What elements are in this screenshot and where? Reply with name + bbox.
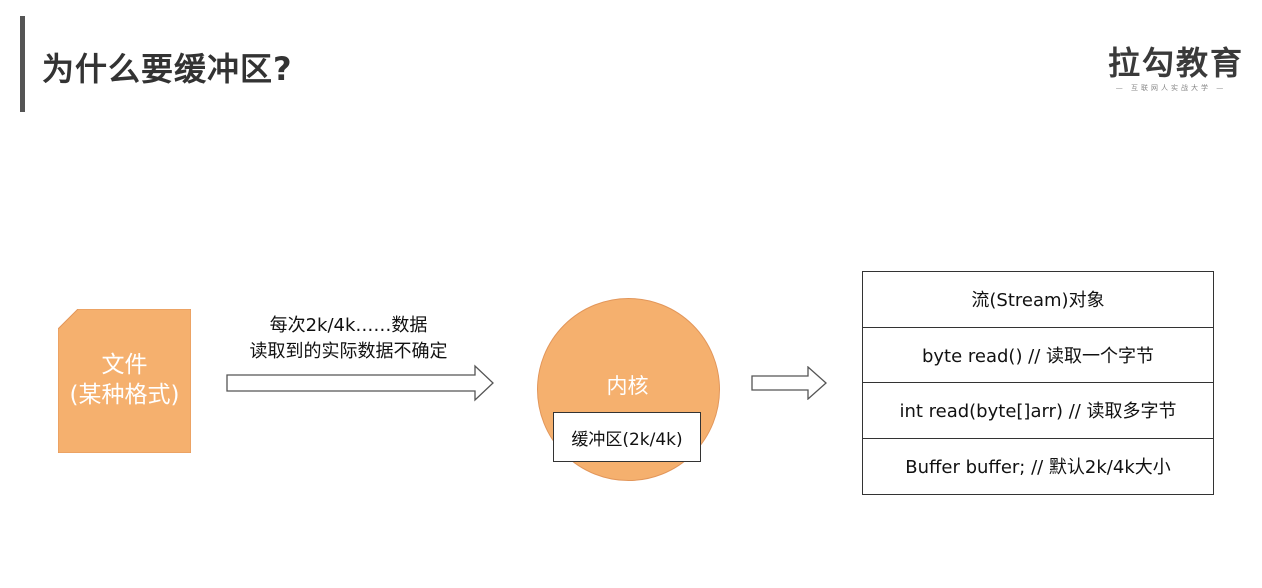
file-node-shape bbox=[58, 309, 191, 453]
read-arrow bbox=[226, 364, 494, 402]
file-label-line1: 文件 bbox=[101, 352, 148, 378]
stream-object-table: 流(Stream)对象 byte read() // 读取一个字节 int re… bbox=[862, 271, 1214, 495]
file-label-line2: (某种格式) bbox=[69, 382, 180, 408]
stream-table-row: Buffer buffer; // 默认2k/4k大小 bbox=[905, 457, 1171, 479]
title-accent-bar bbox=[20, 16, 25, 112]
logo-tagline: — 互联网人实战大学 — bbox=[1115, 84, 1227, 92]
read-arrow-label-line2: 读取到的实际数据不确定 bbox=[249, 341, 448, 362]
logo-name: 拉勾教育 bbox=[1108, 44, 1245, 82]
stream-arrow bbox=[751, 366, 827, 400]
stream-table-row: byte read() // 读取一个字节 bbox=[863, 328, 1213, 383]
stream-table-header: 流(Stream)对象 bbox=[863, 272, 1213, 328]
stream-table-row: int read(byte[]arr) // 读取多字节 bbox=[863, 383, 1213, 439]
kernel-buffer-box: 缓冲区(2k/4k) bbox=[553, 412, 701, 462]
page-title: 为什么要缓冲区? bbox=[42, 50, 293, 88]
file-node-label: 文件 (某种格式) bbox=[58, 350, 191, 410]
brand-logo: 拉勾教育 — 互联网人实战大学 — bbox=[1108, 44, 1245, 93]
kernel-label: 内核 bbox=[606, 374, 649, 398]
read-arrow-label-line1: 每次2k/4k……数据 bbox=[269, 315, 428, 336]
read-arrow-label: 每次2k/4k……数据 读取到的实际数据不确定 bbox=[226, 313, 471, 365]
